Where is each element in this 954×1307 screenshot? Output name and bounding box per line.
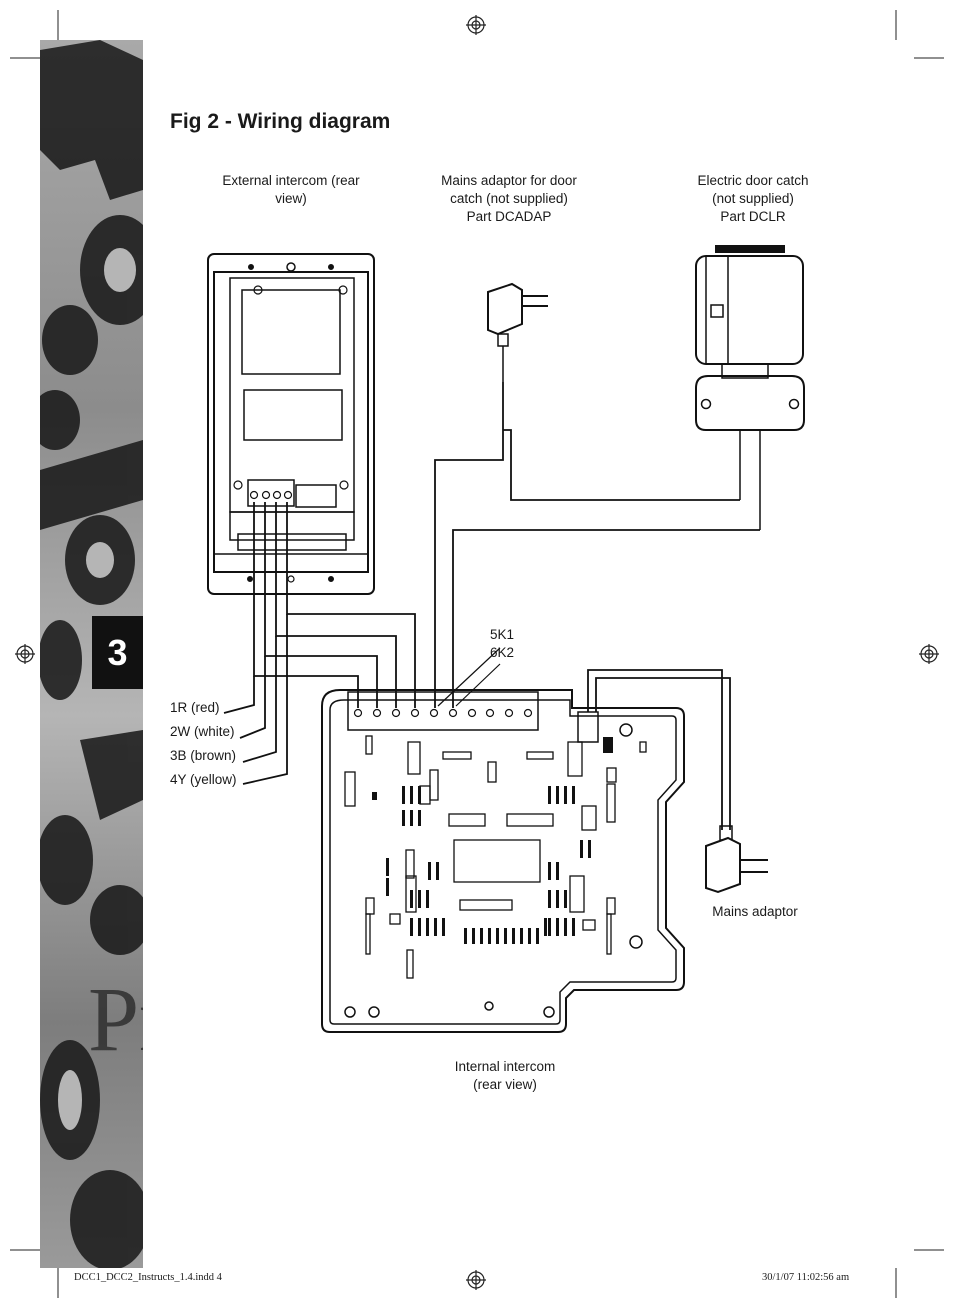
wire-label-yellow: 4Y (yellow) <box>170 772 237 787</box>
mains-adaptor-label: Mains adaptor <box>712 904 798 919</box>
mains-adaptor-plug <box>705 825 768 894</box>
page-number-tab: 3 <box>92 616 143 689</box>
wire-label-red: 1R (red) <box>170 700 220 715</box>
mains-adaptor-door-label: Mains adaptor for door catch (not suppli… <box>441 173 577 224</box>
external-intercom <box>207 253 375 595</box>
wire-label-white: 2W (white) <box>170 724 235 739</box>
wires <box>223 382 760 830</box>
page-number: 3 <box>107 632 128 673</box>
door-catch-label: Electric door catch (not supplied) Part … <box>697 173 809 224</box>
svg-text:Pr: Pr <box>88 968 143 1070</box>
crop-marks <box>10 10 944 1298</box>
wire-label-brown: 3B (brown) <box>170 748 237 763</box>
figure-title: Fig 2 - Wiring diagram <box>170 110 391 133</box>
door-catch <box>695 245 805 530</box>
footer-filename: DCC1_DCC2_Instructs_1.4.indd 4 <box>74 1272 222 1283</box>
terminal-pointers <box>437 647 501 707</box>
terminal-label: 5K1 6K2 <box>490 627 515 660</box>
registration-marks <box>15 15 939 1290</box>
door-adaptor-plug <box>487 282 548 382</box>
internal-intercom-board <box>321 689 685 1033</box>
external-intercom-label: External intercom (rear view) <box>222 173 360 206</box>
internal-intercom-label: Internal intercom (rear view) <box>454 1059 556 1092</box>
footer-timestamp: 30/1/07 11:02:56 am <box>762 1272 850 1283</box>
